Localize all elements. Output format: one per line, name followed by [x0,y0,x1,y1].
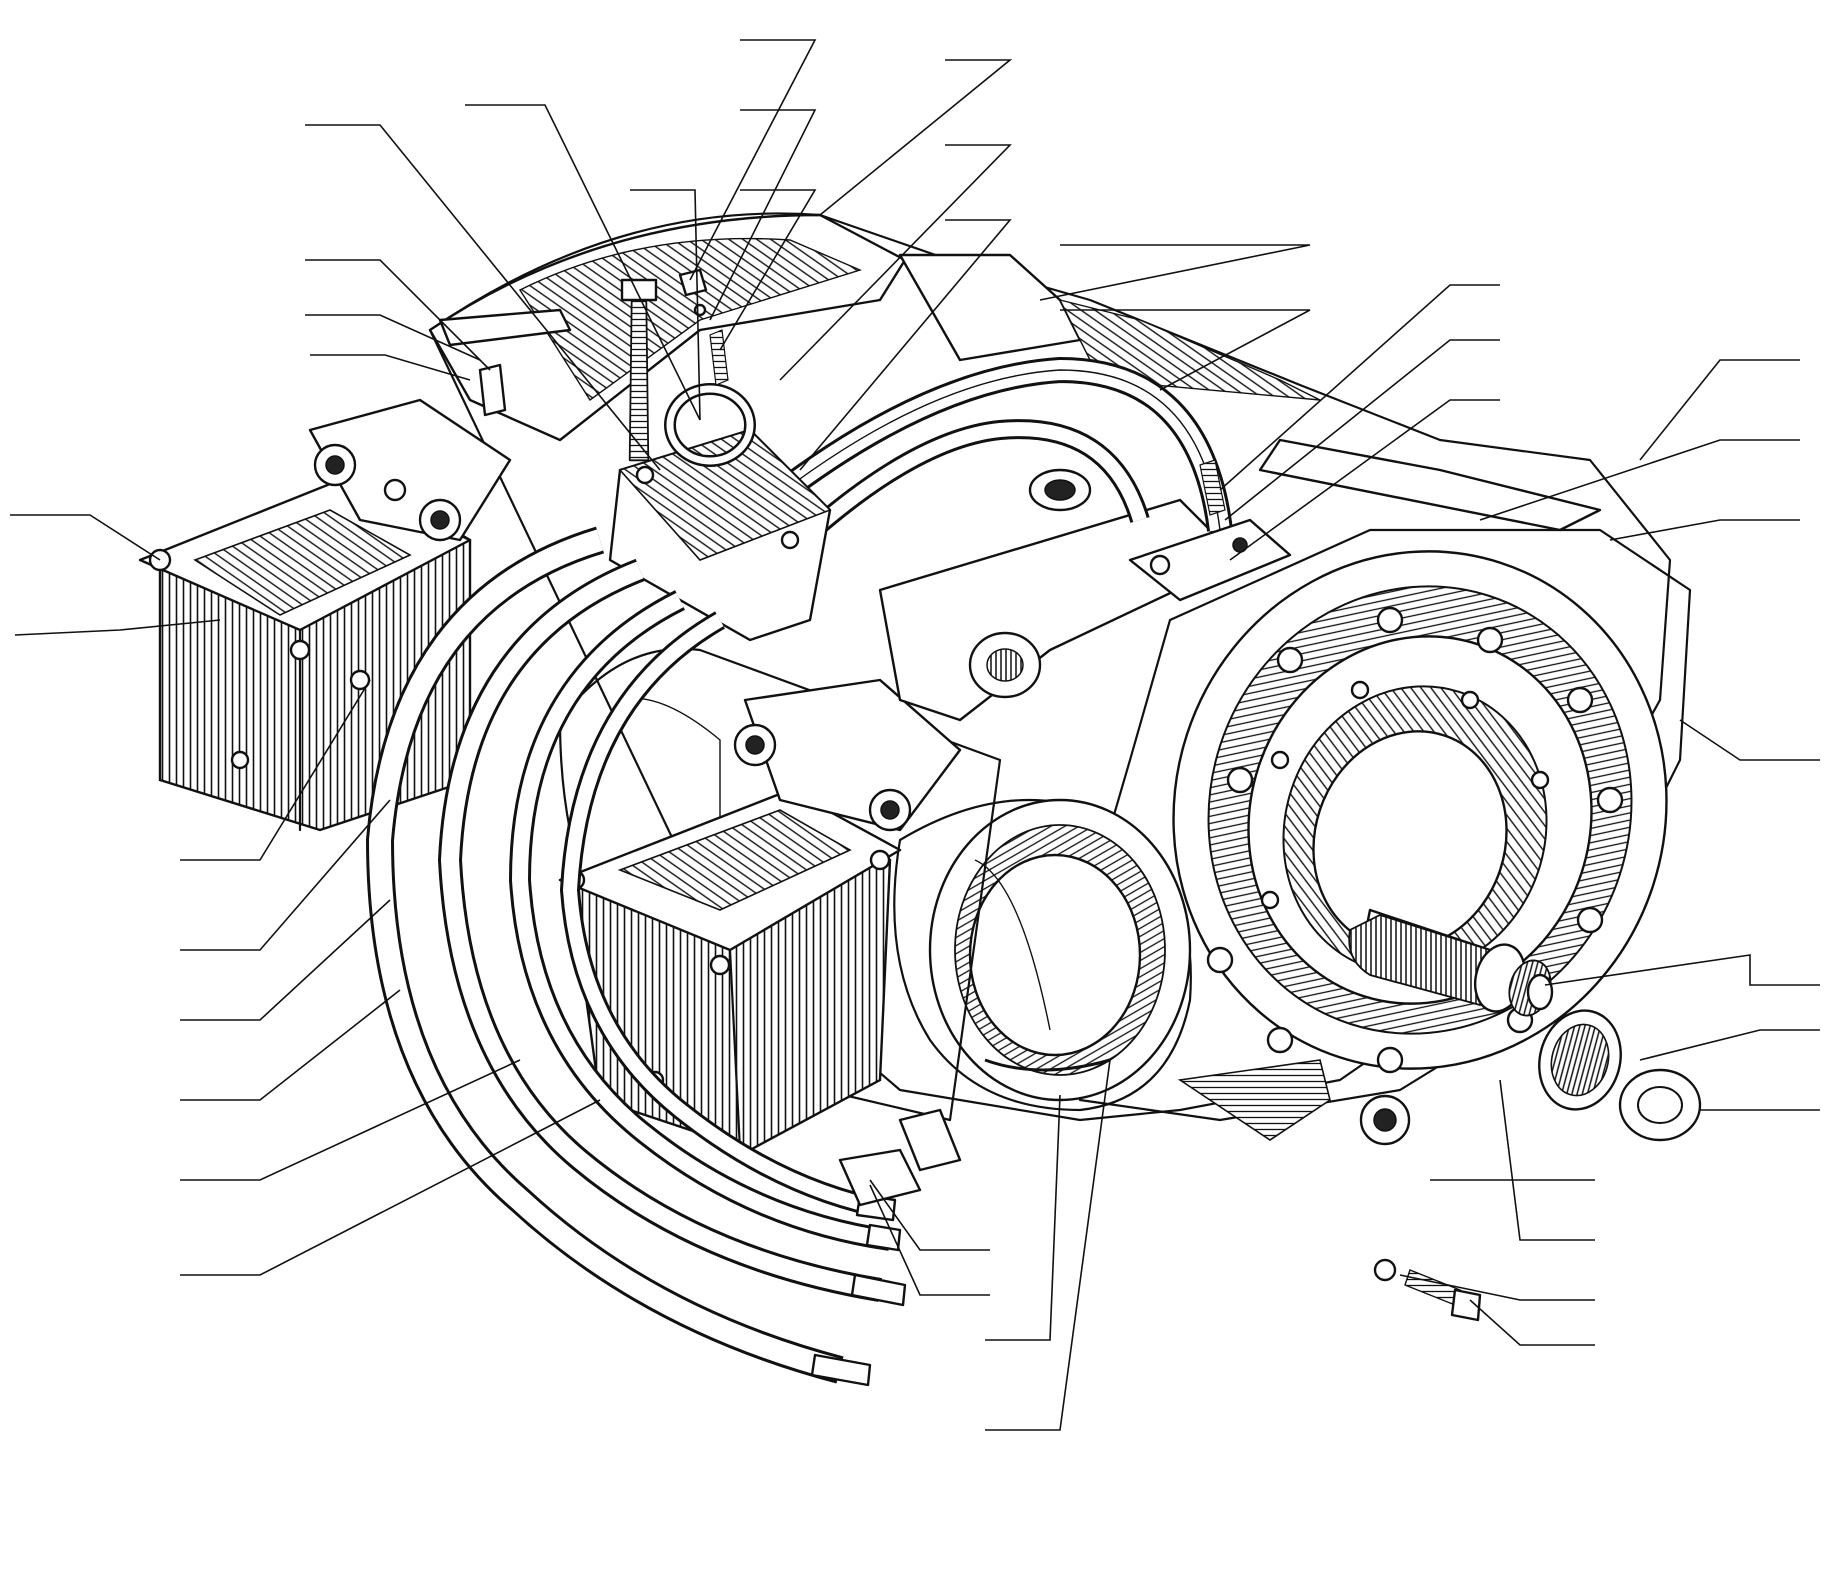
callout-leaders [10,39,1820,1431]
pole-ring [893,798,1192,1112]
end-shield [1058,528,1692,1146]
motor-frame [428,212,1672,1122]
top-terminal-block [608,278,832,642]
top-cables [691,356,1292,602]
terminal-box-front [558,678,962,1152]
lead-cables [365,526,907,1387]
shaft [1348,908,1554,1017]
exploded-washer-nut [1538,1009,1702,1142]
